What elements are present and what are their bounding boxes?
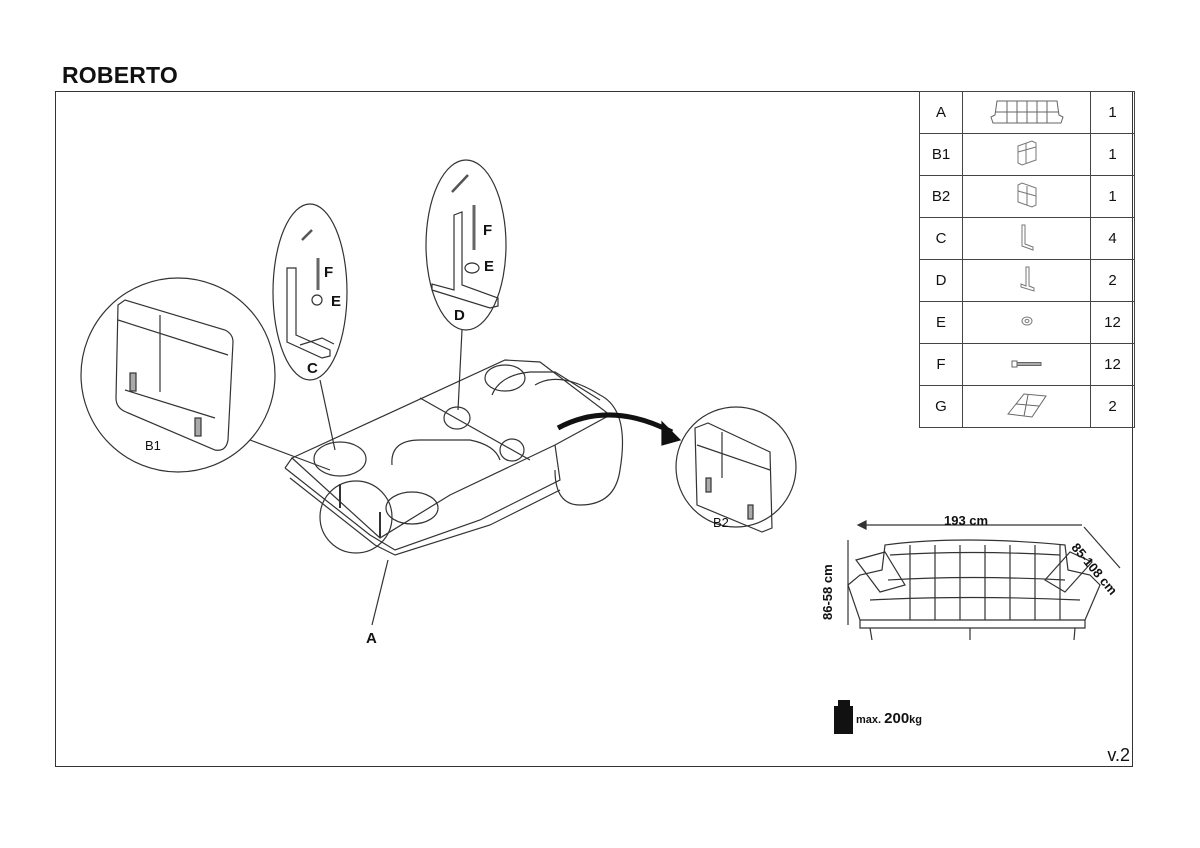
max-load: max. 200kg — [856, 710, 922, 727]
version-label: v.2 — [1107, 745, 1130, 765]
height-dimension: 86-58 cm — [820, 564, 835, 620]
armrest-b2-callout — [675, 406, 797, 533]
part-label: D — [919, 259, 963, 302]
max-load-prefix: max. — [856, 714, 882, 726]
width-dimension: 193 cm — [944, 513, 989, 528]
arrow-icon — [556, 412, 674, 435]
part-label: A — [919, 91, 963, 134]
t-leg-icon — [962, 259, 1091, 302]
sofa-frame-drawing — [284, 359, 623, 626]
armrest-left-icon — [962, 133, 1091, 176]
part-label: C — [919, 217, 963, 260]
parts-row: D 2 — [919, 259, 1135, 302]
instruction-frame — [55, 91, 1133, 767]
part-qty: 1 — [1090, 133, 1135, 176]
callout-d-bolt-label: F — [483, 222, 493, 239]
max-load-unit: kg — [909, 714, 923, 726]
bolt-icon — [962, 343, 1091, 386]
parts-row: G 2 — [919, 385, 1135, 428]
parts-list-table: A 1 B1 1 B2 1 C 4 D 2 E 12 F 12 G 2 — [919, 91, 1135, 428]
part-qty: 12 — [1090, 343, 1135, 386]
part-qty: 2 — [1090, 385, 1135, 428]
parts-row: E 12 — [919, 301, 1135, 344]
parts-row: F 12 — [919, 343, 1135, 386]
part-label: B1 — [919, 133, 963, 176]
washer-icon — [962, 301, 1091, 344]
callout-d-leg-label: D — [454, 307, 465, 324]
weight-icon — [834, 700, 853, 734]
part-label: B2 — [919, 175, 963, 218]
part-qty: 2 — [1090, 259, 1135, 302]
leg-c-callout — [272, 203, 348, 451]
product-title: ROBERTO — [62, 62, 178, 88]
callout-c-leg-label: C — [307, 360, 318, 377]
sofa-dimension-drawing — [847, 520, 1121, 641]
armrest-b2-label: B2 — [713, 515, 729, 530]
part-label: G — [919, 385, 963, 428]
armrest-b1-callout — [80, 277, 331, 473]
part-qty: 1 — [1090, 91, 1135, 134]
part-qty: 12 — [1090, 301, 1135, 344]
parts-row: C 4 — [919, 217, 1135, 260]
part-qty: 1 — [1090, 175, 1135, 218]
parts-row: B2 1 — [919, 175, 1135, 218]
parts-row: B1 1 — [919, 133, 1135, 176]
armrest-right-icon — [962, 175, 1091, 218]
part-qty: 4 — [1090, 217, 1135, 260]
max-load-value: 200 — [884, 710, 910, 727]
part-label: E — [919, 301, 963, 344]
sofa-icon — [962, 91, 1091, 134]
sofa-a-label: A — [366, 630, 377, 647]
callout-c-bolt-label: F — [324, 264, 334, 281]
part-label: F — [919, 343, 963, 386]
armrest-b1-label: B1 — [145, 438, 161, 453]
parts-row: A 1 — [919, 91, 1135, 134]
callout-d-washer-label: E — [484, 258, 495, 275]
callout-c-washer-label: E — [331, 293, 342, 310]
pillow-icon — [962, 385, 1091, 428]
leg-d-callout — [425, 159, 507, 411]
l-leg-icon — [962, 217, 1091, 260]
